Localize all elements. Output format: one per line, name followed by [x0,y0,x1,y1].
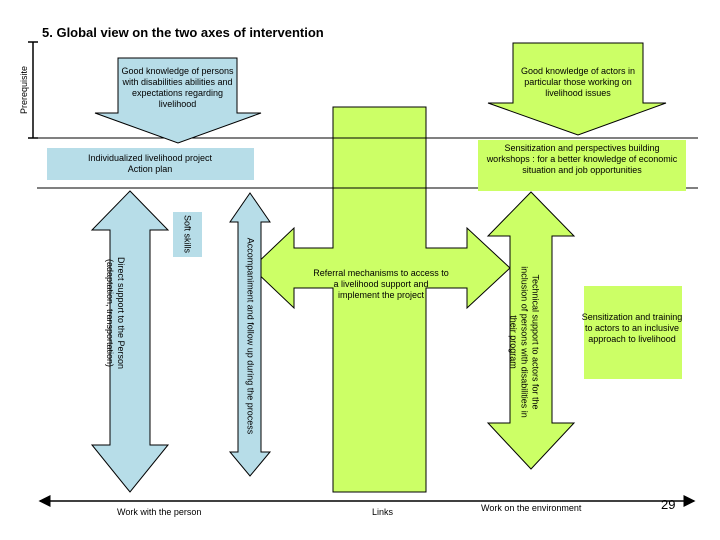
links-cross-arrow [251,106,511,493]
technical-support-text: Technical support to actors for the incl… [508,266,541,418]
sensitization-training-text: Sensitization and training to actors to … [581,312,683,344]
prerequisite-label: Prerequisite [19,65,29,115]
knowledge-persons-text: Good knowledge of persons with disabilit… [121,66,234,109]
sensitization-workshops-text: Sensitization and perspectives building … [486,143,678,175]
sensitization-workshops-box [478,140,686,191]
soft-skills-text: Soft skills [182,214,193,254]
knowledge-persons-arrow [94,57,262,144]
referral-text: Referral mechanisms to access to a livel… [313,268,449,300]
page-number: 29 [661,497,676,512]
accompaniment-arrow [228,192,272,477]
knowledge-actors-arrow [487,42,667,136]
axis-label-person: Work with the person [117,507,202,517]
sensitization-training-box [584,286,682,379]
axis-label-links: Links [372,507,394,517]
technical-support-arrow [486,191,576,470]
accompaniment-text: Accompaniment and follow up during the p… [245,237,256,435]
page-title: 5. Global view on the two axes of interv… [42,25,324,40]
individualized-plan-text: Individualized livelihood project Action… [87,153,213,174]
soft-skills-box [173,212,202,257]
axis-label-environment: Work on the environment [481,503,582,513]
knowledge-actors-text: Good knowledge of actors in particular t… [520,66,636,98]
individualized-plan-box [47,148,254,180]
direct-support-text: Direct support to the Person (adaptation… [105,256,126,370]
direct-support-arrow [90,190,170,493]
